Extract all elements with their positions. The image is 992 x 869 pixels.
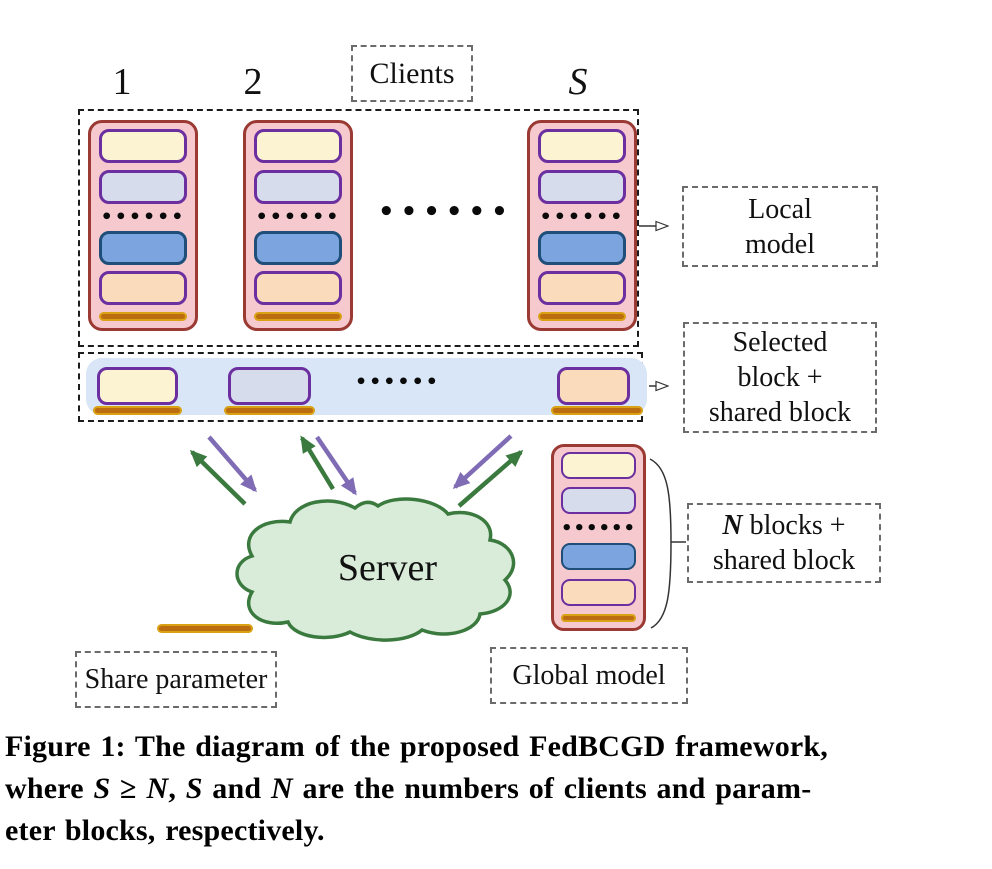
share-parameter-label: Share parameter <box>84 664 268 695</box>
clients-container-box <box>78 109 639 347</box>
download-arrow-left <box>207 435 257 493</box>
selected-block-line2: block + <box>737 362 823 393</box>
model-block-lavender <box>538 169 626 204</box>
model-block-peach <box>538 271 626 306</box>
local-model-label-box: Local model <box>682 186 878 267</box>
model-block-cream <box>99 129 187 163</box>
global-model-stack: •••••• <box>551 444 646 631</box>
caption-text: are the numbers of clients and param- <box>292 772 812 805</box>
shared-parameter-bar <box>538 311 626 321</box>
client-number-s: S <box>568 61 588 103</box>
ellipsis-dots: •••••• <box>539 206 625 229</box>
n-blocks-rest: blocks + <box>742 510 846 541</box>
selected-block-peach <box>557 367 630 405</box>
ellipsis-dots: •••••• <box>561 517 637 539</box>
s-symbol: S <box>185 772 203 805</box>
shared-parameter-bar <box>224 406 315 415</box>
client-number-2: 2 <box>243 61 263 103</box>
selected-row-band <box>86 358 647 415</box>
clients-label: Clients <box>369 57 455 90</box>
shared-parameter-bar <box>551 406 643 415</box>
fedbcgd-diagram: Clients 1 2 S •••••• •••••• •••••• <box>75 45 881 708</box>
model-block-peach <box>561 578 636 606</box>
selected-block-line3: shared block <box>708 397 852 428</box>
client-number-1: 1 <box>112 61 132 103</box>
model-block-cream <box>538 129 626 163</box>
download-arrow-middle <box>315 435 357 496</box>
model-block-cream <box>561 452 636 479</box>
caption-line-3: eter blocks, respectively. <box>5 814 325 847</box>
selected-block-cream <box>97 367 178 405</box>
model-block-peach <box>254 271 342 306</box>
global-model-label: Global model <box>512 660 666 691</box>
shared-parameter-bar <box>99 311 187 321</box>
model-block-lavender <box>561 487 636 515</box>
global-model-brace <box>649 458 686 629</box>
model-block-blue <box>561 543 636 571</box>
caption-text: and <box>202 772 271 805</box>
upload-arrow-right <box>457 450 524 508</box>
client-stack-s: •••••• <box>527 120 637 331</box>
n-symbol: N <box>146 772 169 805</box>
client-stack-1: •••••• <box>88 120 198 331</box>
share-parameter-label-box: Share parameter <box>75 651 277 708</box>
clients-label-box: Clients <box>351 45 473 102</box>
share-parameter-legend-bar <box>157 624 253 633</box>
selected-block-lavender <box>228 367 311 405</box>
global-model-label-box: Global model <box>490 647 688 704</box>
selected-block-line1: Selected <box>732 327 828 358</box>
ellipsis-dots: •••••• <box>255 206 341 229</box>
caption-text: where <box>5 772 94 805</box>
clients-ellipsis-dots: •••••• <box>378 197 514 227</box>
model-block-blue <box>99 230 187 265</box>
caption-line-1: Figure 1: The diagram of the proposed Fe… <box>5 730 828 763</box>
server-label: Server <box>337 547 438 589</box>
model-block-blue <box>254 230 342 265</box>
n-blocks-label-box: N blocks + shared block <box>687 503 881 583</box>
upload-arrow-left <box>189 449 247 506</box>
n-symbol: N <box>270 772 293 805</box>
selected-ellipsis-dots: •••••• <box>355 371 440 393</box>
upload-arrow-middle <box>300 435 335 491</box>
local-model-line2: model <box>745 228 815 260</box>
figure-caption: Figure 1: The diagram of the proposed Fe… <box>5 726 989 852</box>
model-block-cream <box>254 129 342 163</box>
model-block-peach <box>99 271 187 306</box>
model-block-lavender <box>254 169 342 204</box>
shared-parameter-bar <box>561 613 636 622</box>
selected-block-label-box: Selected block + shared block <box>683 322 877 433</box>
client-stack-2: •••••• <box>243 120 353 331</box>
ellipsis-dots: •••••• <box>100 206 186 229</box>
caption-line-2: where S ≥ N, S and N are the numbers of … <box>5 768 989 810</box>
local-model-line1: Local <box>748 193 812 225</box>
n-symbol: N <box>722 510 743 541</box>
n-blocks-line2: shared block <box>712 545 856 576</box>
n-blocks-line1: N blocks + <box>722 508 845 543</box>
shared-parameter-bar <box>93 406 182 415</box>
s-symbol: S <box>93 772 111 805</box>
shared-parameter-bar <box>254 311 342 321</box>
caption-text: , <box>168 772 186 805</box>
model-block-lavender <box>99 169 187 204</box>
geq-symbol: ≥ <box>110 772 147 805</box>
download-arrow-right <box>452 434 513 490</box>
model-block-blue <box>538 230 626 265</box>
